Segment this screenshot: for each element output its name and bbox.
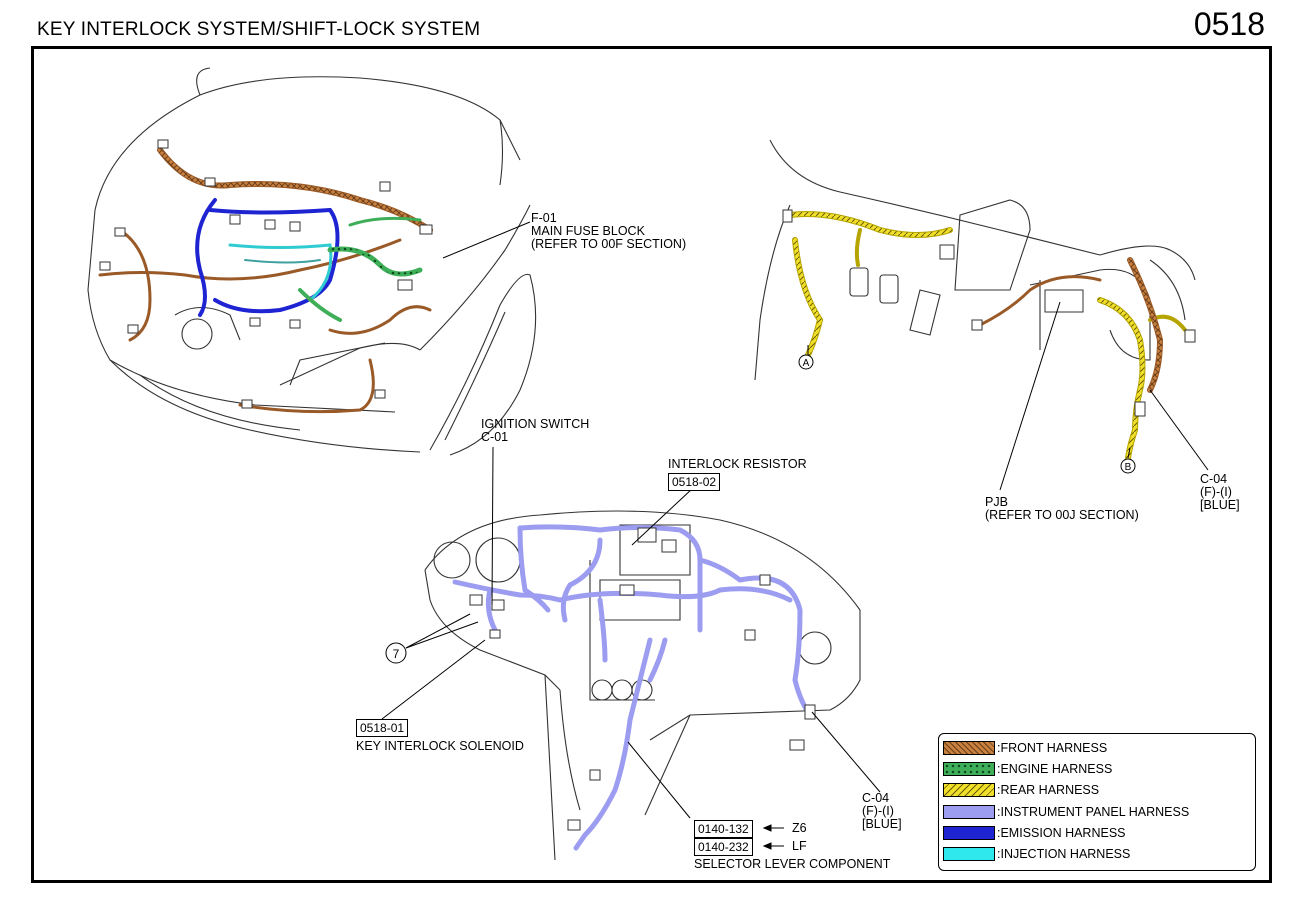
- legend-item-emission-harness: :EMISSION HARNESS: [943, 825, 1126, 841]
- svg-text:7: 7: [393, 647, 400, 661]
- svg-text:B: B: [1125, 462, 1132, 473]
- legend-label: :REAR HARNESS: [997, 783, 1100, 797]
- engine-harness-swatch: [943, 762, 995, 776]
- callout-line: F-01: [531, 211, 557, 225]
- selector-lever-code-1: Z6: [792, 821, 807, 835]
- legend-label: :INJECTION HARNESS: [997, 847, 1131, 861]
- circle-marker-b: B: [1120, 458, 1136, 474]
- emission-harness-swatch: [943, 826, 995, 840]
- page-number: 0518: [1193, 6, 1265, 42]
- legend-item-engine-harness: :ENGINE HARNESS: [943, 761, 1112, 777]
- selector-lever-title: SELECTOR LEVER COMPONENT: [694, 857, 891, 871]
- legend-item-rear-harness: :REAR HARNESS: [943, 782, 1099, 798]
- selector-lever-ref-1[interactable]: 0140-132: [694, 820, 753, 838]
- selector-lever-code-2: LF: [792, 839, 807, 853]
- interlock-resistor-title: INTERLOCK RESISTOR: [668, 457, 807, 471]
- callout-line: (F)-(I): [862, 804, 894, 818]
- instrument-panel-harness: [452, 524, 811, 851]
- legend-item-instrument-panel-harness: :INSTRUMENT PANEL HARNESS: [943, 804, 1189, 820]
- callout-line: [BLUE]: [1200, 498, 1240, 512]
- engine-bay-connectors: [99, 139, 433, 409]
- engine-bay-illustration: [87, 67, 537, 456]
- leader-arrows: [762, 824, 784, 850]
- selector-lever-ref-2[interactable]: 0140-232: [694, 838, 753, 856]
- c04-lower-callout: C-04 (F)-(I) [BLUE]: [862, 792, 902, 831]
- pjb-callout: PJB (REFER TO 00J SECTION): [985, 496, 1139, 522]
- instrument-panel-harness-swatch: [943, 805, 995, 819]
- key-interlock-solenoid-ref[interactable]: 0518-01: [356, 719, 409, 737]
- legend-item-injection-harness: :INJECTION HARNESS: [943, 846, 1130, 862]
- engine-bay-harness: [98, 147, 433, 414]
- harness-legend: :FRONT HARNESS :ENGINE HARNESS :REAR HAR…: [938, 733, 1256, 871]
- interior-harness: [787, 211, 1187, 461]
- diagram-frame: [31, 46, 1272, 883]
- callout-line: C-04: [862, 791, 890, 805]
- dashboard-illustration: [424, 510, 861, 861]
- callout-line: C-01: [481, 430, 509, 444]
- circle-marker-a: A: [798, 354, 814, 370]
- legend-label: :ENGINE HARNESS: [997, 762, 1113, 776]
- main-fuse-block-callout: F-01 MAIN FUSE BLOCK (REFER TO 00F SECTI…: [531, 212, 686, 251]
- interlock-resistor-ref[interactable]: 0518-02: [668, 473, 721, 491]
- legend-label: :FRONT HARNESS: [997, 741, 1108, 755]
- legend-item-front-harness: :FRONT HARNESS: [943, 740, 1107, 756]
- circle-marker-7: 7: [385, 642, 407, 664]
- legend-label: :EMISSION HARNESS: [997, 826, 1126, 840]
- callout-line: (REFER TO 00F SECTION): [531, 237, 687, 251]
- page-title: KEY INTERLOCK SYSTEM/SHIFT-LOCK SYSTEM: [37, 19, 481, 40]
- front-harness-swatch: [943, 741, 995, 755]
- rear-harness-swatch: [943, 783, 995, 797]
- callout-line: C-04: [1200, 472, 1228, 486]
- callout-line: (REFER TO 00J SECTION): [985, 508, 1139, 522]
- ignition-switch-callout: IGNITION SWITCH C-01: [481, 418, 589, 444]
- callout-line: IGNITION SWITCH: [481, 417, 590, 431]
- interior-connectors: [782, 209, 1196, 417]
- svg-text:A: A: [803, 358, 810, 369]
- callout-line: [BLUE]: [862, 817, 902, 831]
- injection-harness-swatch: [943, 847, 995, 861]
- callout-line: (F)-(I): [1200, 485, 1232, 499]
- callout-line: PJB: [985, 495, 1008, 509]
- key-interlock-solenoid-title: KEY INTERLOCK SOLENOID: [356, 739, 524, 753]
- instrument-panel-connectors: [469, 527, 816, 831]
- leader-lines: [381, 221, 1209, 819]
- c04-upper-callout: C-04 (F)-(I) [BLUE]: [1200, 473, 1240, 512]
- legend-label: :INSTRUMENT PANEL HARNESS: [997, 805, 1190, 819]
- callout-line: MAIN FUSE BLOCK: [531, 224, 645, 238]
